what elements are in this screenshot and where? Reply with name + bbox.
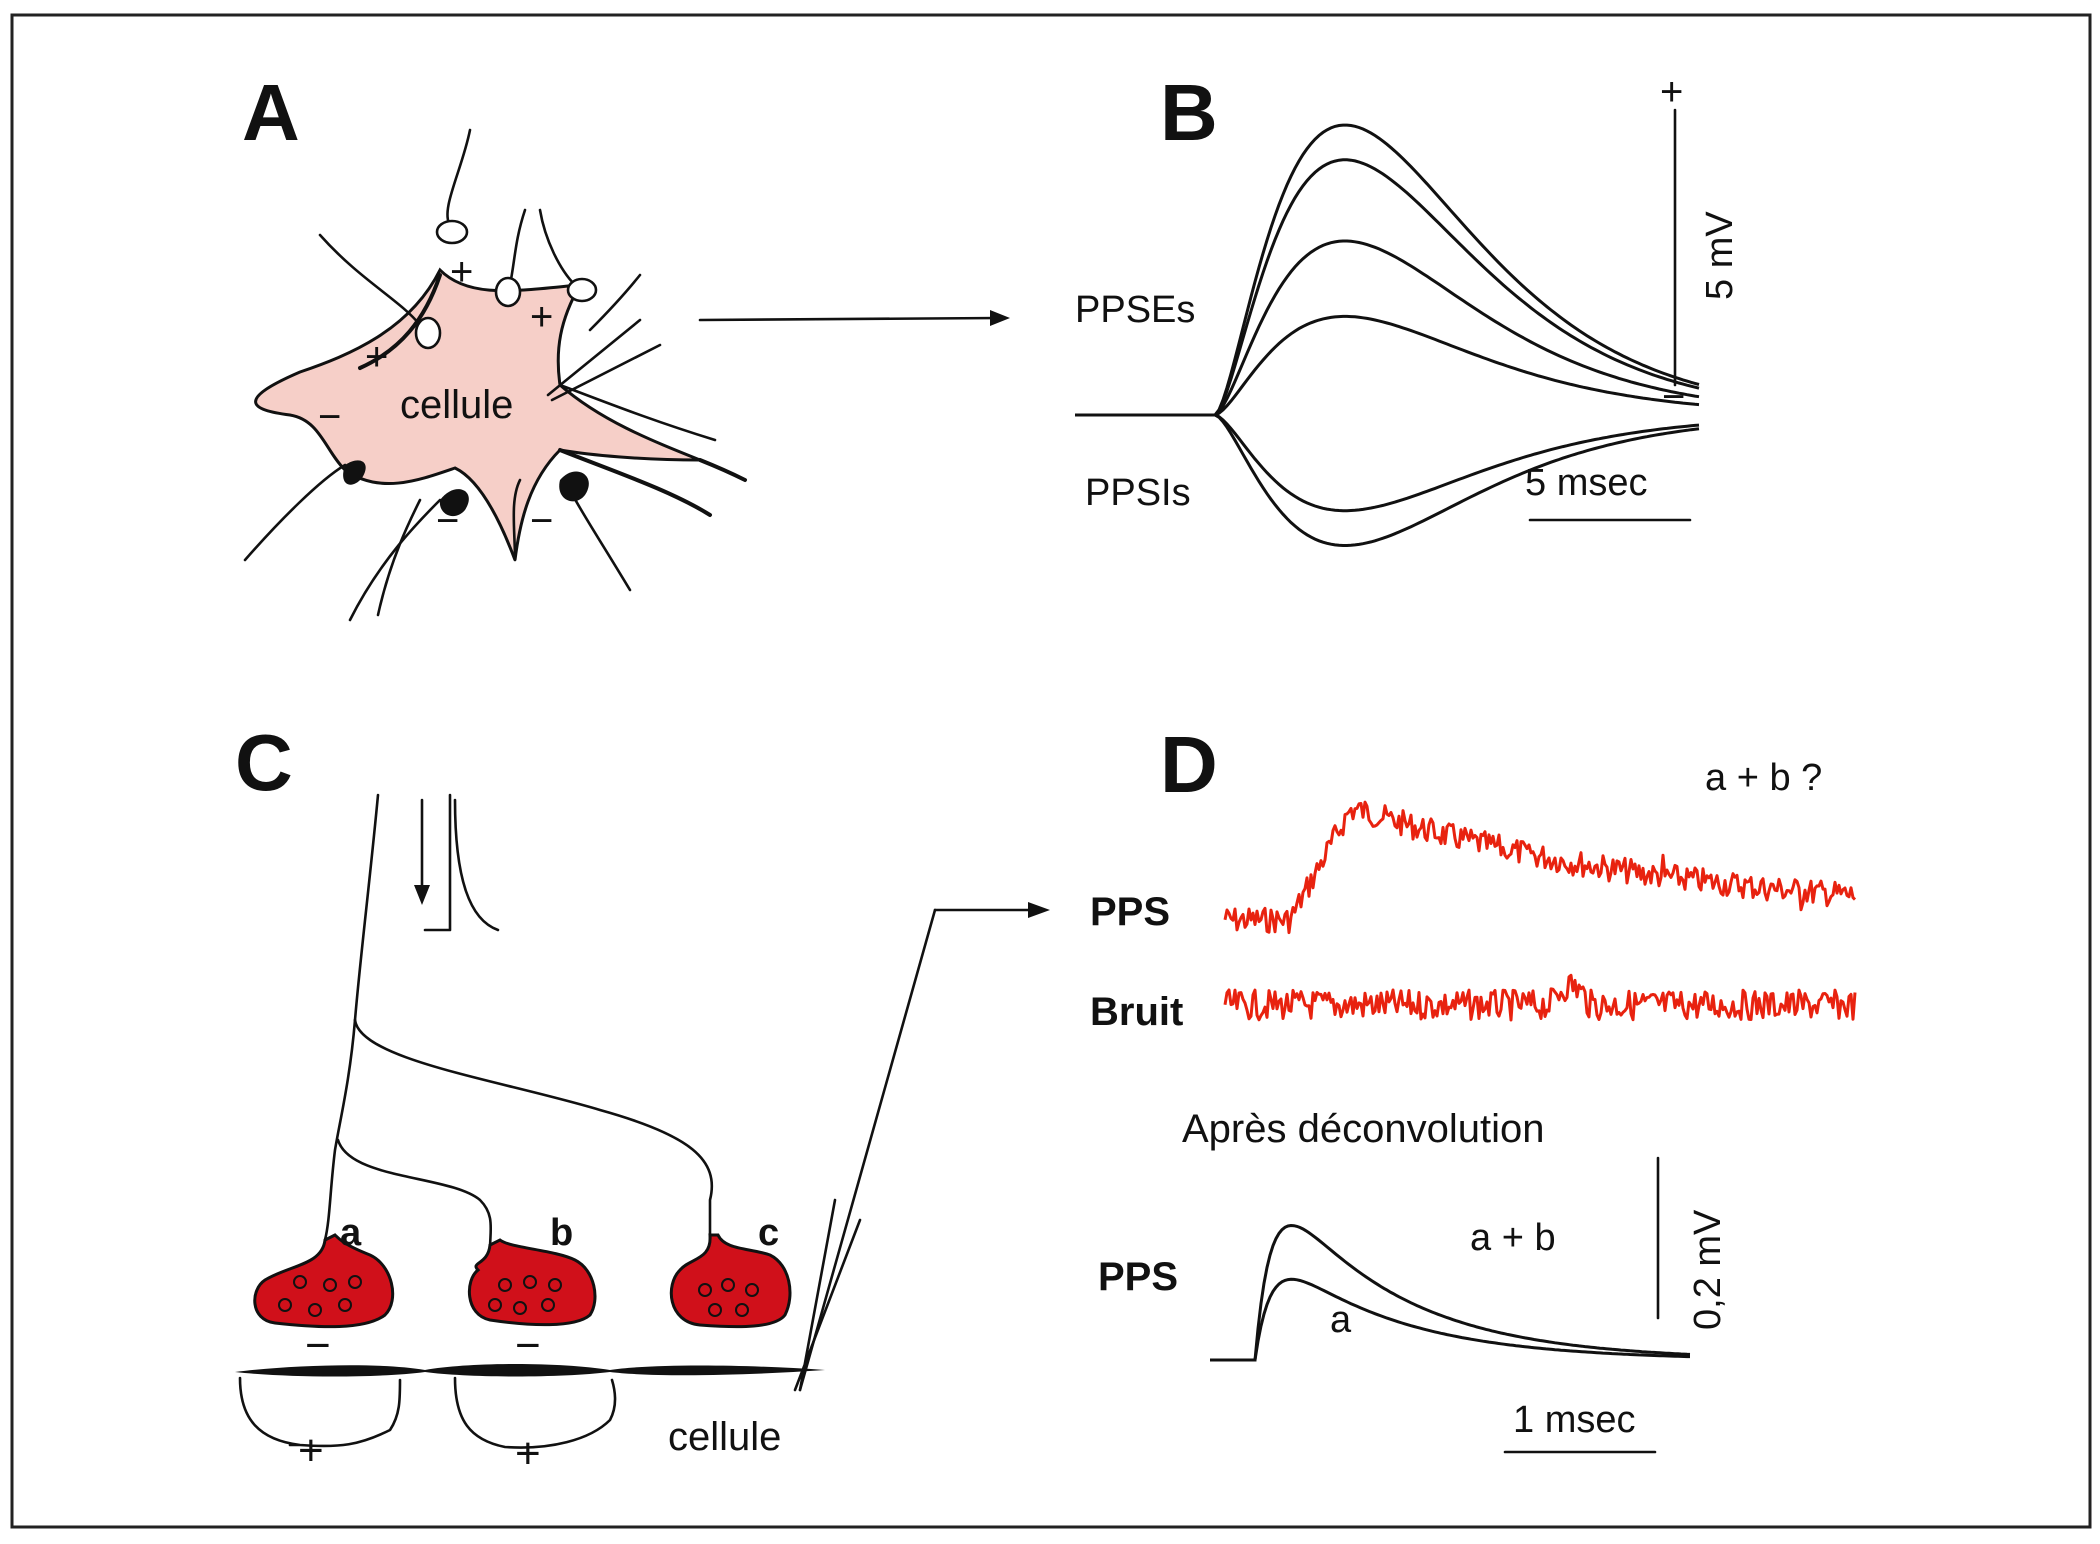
noise-trace (1225, 975, 1855, 1020)
pps-label-deconvolved: PPS (1098, 1255, 1178, 1299)
sign-minus: − (436, 499, 459, 543)
fiber-top-right (510, 210, 525, 285)
deconvolved-trace-a-plus-b (1210, 1226, 1690, 1361)
sign-plus: + (530, 295, 553, 339)
panel-d: D a + b ? PPS Bruit Après déconvolution … (1090, 720, 1855, 1452)
stimulus-arrow-head (414, 885, 430, 905)
electrode-lead (800, 910, 935, 1390)
arrow-head (990, 310, 1010, 326)
epsp-trace (1075, 316, 1699, 415)
cell-label: cellule (400, 383, 513, 427)
fiber-bottom-mid-b (378, 500, 420, 615)
noise-label: Bruit (1090, 990, 1183, 1034)
sign-minus: − (318, 395, 341, 439)
panel-c-letter: C (235, 718, 293, 807)
terminal-sign-minus: − (305, 1321, 331, 1370)
terminal-label-a: a (340, 1212, 362, 1254)
fiber-top-right-b (540, 210, 575, 285)
arrow-a-to-b (700, 318, 1000, 320)
axon-edge-upper (700, 460, 745, 480)
pps-label: PPS (1090, 890, 1170, 934)
cell-label-c: cellule (668, 1415, 781, 1459)
terminal-sign-minus: − (515, 1321, 541, 1370)
ipsp-label: PPSIs (1085, 472, 1191, 514)
time-scale-label: 5 msec (1525, 462, 1647, 504)
fiber-top (447, 130, 470, 225)
axon-trunk (355, 795, 378, 1020)
bouton-excitatory (416, 318, 440, 348)
panel-a: A cellule + + + (242, 68, 1010, 620)
fiber-right-top (590, 275, 640, 330)
curve-label-a-plus-b: a + b (1470, 1217, 1556, 1259)
stimulus-decay (455, 800, 498, 930)
pps-trace (1225, 802, 1855, 933)
question-label: a + b ? (1705, 757, 1822, 799)
sign-plus: + (365, 335, 388, 379)
sign-minus: − (530, 499, 553, 543)
sign-plus: + (450, 250, 473, 294)
epsp-trace (1075, 160, 1699, 415)
panel-b-letter: B (1160, 68, 1218, 157)
axon-branch-c (355, 1020, 712, 1240)
deconvolved-traces (1210, 1226, 1690, 1361)
terminal-a (255, 1235, 393, 1327)
voltage-plus: + (1660, 70, 1683, 114)
voltage-minus: − (1662, 375, 1685, 419)
bouton-excitatory (437, 221, 467, 243)
deconvolution-title: Après déconvolution (1182, 1107, 1544, 1151)
epsp-trace (1075, 125, 1699, 415)
voltage-scale-label-d: 0,2 mV (1687, 1209, 1729, 1330)
epsp-label: PPSEs (1075, 289, 1195, 331)
axon-branch-a (325, 1020, 355, 1240)
fiber-bottom-left (245, 465, 345, 560)
panel-c: C a b c − − + + cellule (235, 718, 1050, 1478)
field-sign-plus: + (298, 1426, 324, 1475)
terminal-label-c: c (758, 1212, 779, 1254)
stimulus-bracket (425, 795, 450, 930)
field-sign-plus: + (515, 1429, 541, 1478)
bouton-inhibitory (559, 471, 589, 501)
panel-a-letter: A (242, 68, 300, 157)
terminal-label-b: b (550, 1212, 573, 1254)
fiber-bottom-right (570, 490, 630, 590)
postsynaptic-membrane (235, 1364, 825, 1377)
curve-label-a: a (1330, 1299, 1352, 1341)
arrow-head (1028, 902, 1050, 918)
time-scale-label-d: 1 msec (1513, 1399, 1635, 1441)
fiber-left-top (320, 235, 420, 325)
bouton-excitatory (568, 279, 596, 301)
panel-d-letter: D (1160, 720, 1218, 809)
voltage-scale-label: 5 mV (1699, 211, 1741, 300)
panel-b: B PPSEs PPSIs + − 5 mV 5 msec (1075, 68, 1741, 546)
bouton-excitatory (496, 278, 520, 306)
terminal-b (469, 1240, 595, 1325)
